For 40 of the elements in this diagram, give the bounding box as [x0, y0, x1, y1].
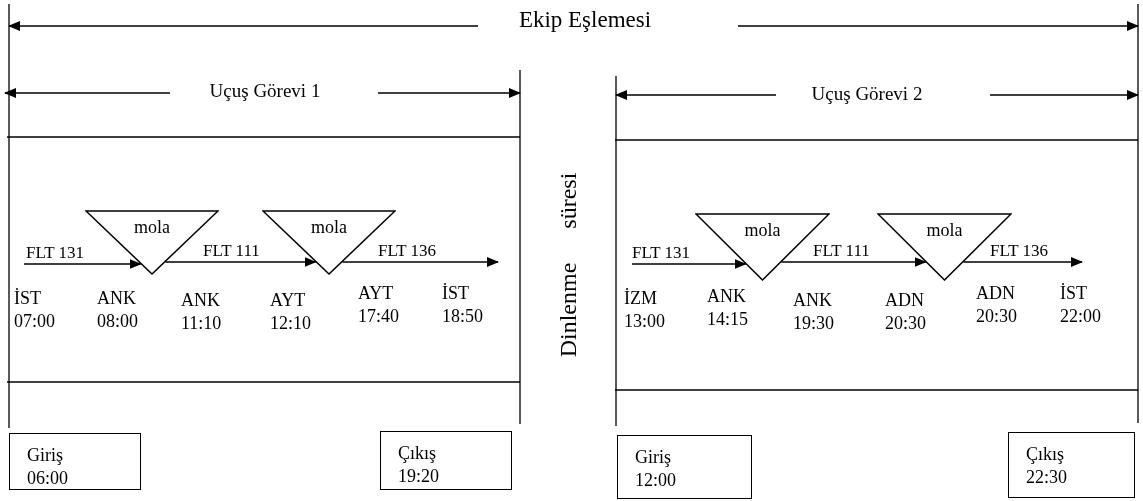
- flight-arrow: [341, 257, 499, 267]
- time-box: [380, 431, 512, 490]
- flight-arrow: [164, 257, 317, 267]
- airport-time-label: ANK 19:30: [793, 289, 834, 335]
- airport-time-label: ANK 11:10: [181, 289, 222, 335]
- edge-label: FLT 111: [203, 242, 260, 259]
- airport-time-label: AYT 17:40: [358, 282, 399, 328]
- node-label: mola: [311, 218, 347, 236]
- airport-time-label: İST 07:00: [14, 287, 55, 333]
- airport-time-label: İZM 13:00: [624, 287, 665, 333]
- edge-label: FLT 136: [990, 242, 1049, 259]
- airport-time-label: ANK 14:15: [707, 285, 748, 331]
- time-box: [1008, 432, 1135, 498]
- node-label: mola: [926, 221, 963, 239]
- airport-time-label: İST 22:00: [1060, 282, 1101, 328]
- airport-time-label: ANK 08:00: [97, 287, 138, 333]
- rest-period-label: Dinlenme süresi: [556, 172, 580, 358]
- flight-arrow: [780, 257, 927, 267]
- flight-arrow: [23, 259, 142, 269]
- node-label: Çıkış 22:30: [1026, 443, 1067, 489]
- edge-label: FLT 136: [378, 242, 437, 259]
- airport-time-label: İST 18:50: [442, 282, 483, 328]
- flight-arrow: [631, 259, 747, 269]
- airport-time-label: ADN 20:30: [885, 289, 926, 335]
- edge-label: FLT 131: [26, 244, 85, 261]
- node-label: Çıkış 19:20: [398, 442, 439, 488]
- span-title: Uçuş Görevi 1: [209, 81, 321, 100]
- span-title: Uçuş Görevi 2: [811, 84, 923, 103]
- flight-arrow: [962, 257, 1083, 267]
- airport-time-label: AYT 12:10: [270, 289, 311, 335]
- node-label: Giriş 12:00: [635, 446, 676, 492]
- time-box: [9, 433, 141, 490]
- node-label: Giriş 06:00: [27, 444, 68, 490]
- time-box: [617, 435, 752, 499]
- edge-label: FLT 111: [813, 242, 870, 259]
- node-label: mola: [134, 218, 170, 236]
- edge-label: FLT 131: [632, 244, 691, 261]
- node-label: mola: [744, 221, 781, 239]
- span-title: Ekip Eşlemesi: [518, 8, 652, 31]
- airport-time-label: ADN 20:30: [976, 282, 1017, 328]
